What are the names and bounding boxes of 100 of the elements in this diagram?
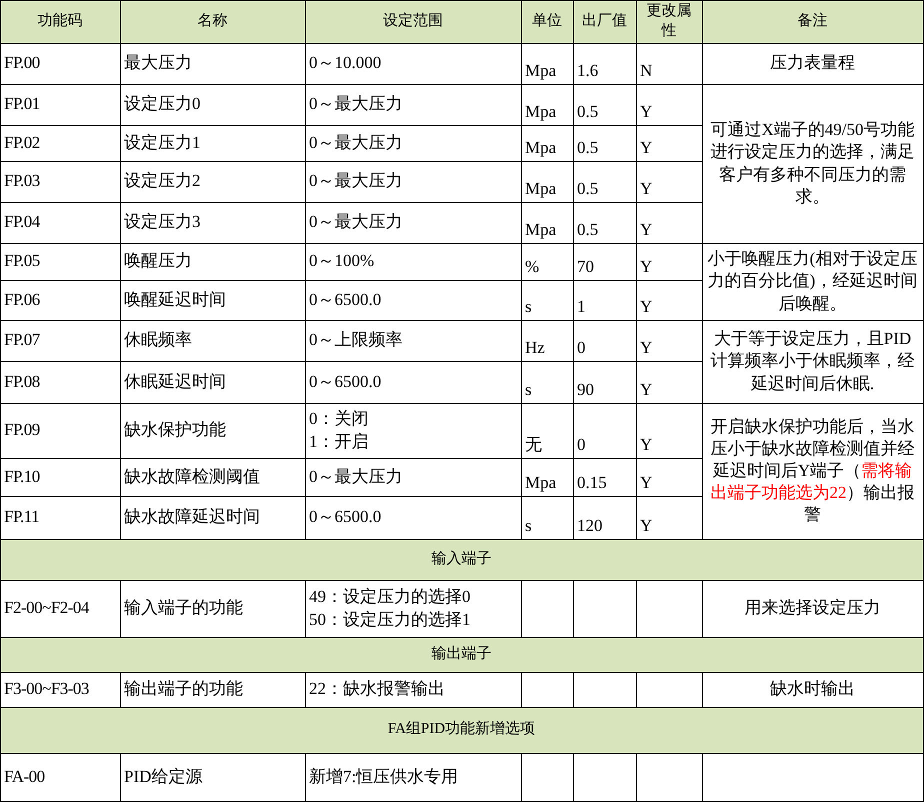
cell-text: 1.6 bbox=[577, 60, 598, 82]
cell-text: 缺水保护功能 bbox=[124, 419, 226, 442]
cell-text: Y bbox=[640, 100, 652, 123]
note-text: 压力表量程 bbox=[770, 52, 855, 74]
cell-text: 0～最大压力 bbox=[309, 211, 402, 234]
cell-text: 0 bbox=[577, 434, 586, 456]
cell-text: 70 bbox=[577, 256, 594, 278]
cell-text: 0～100% bbox=[309, 250, 374, 272]
cell-text: FP.00 bbox=[4, 52, 40, 74]
cell-text: 设定压力1 bbox=[124, 132, 200, 154]
cell-text: Y bbox=[640, 218, 652, 241]
cell-text: Hz bbox=[525, 336, 545, 359]
cell-text: Mpa bbox=[525, 218, 556, 241]
cell-text: Mpa bbox=[525, 136, 556, 159]
cell-text: Y bbox=[640, 514, 652, 537]
cell-text: Y bbox=[640, 178, 652, 200]
cell-text: 0～最大压力 bbox=[309, 466, 402, 488]
cell-text: FA-00 bbox=[4, 766, 45, 788]
cell-text: FP.10 bbox=[4, 466, 40, 488]
cell-text: FP.07 bbox=[4, 329, 40, 352]
cell-text: FP.02 bbox=[4, 132, 40, 154]
cell-text: Y bbox=[640, 256, 652, 278]
cell-text: 输出端子的功能 bbox=[124, 678, 243, 700]
cell-text: s bbox=[525, 378, 532, 401]
cell-text: s bbox=[525, 514, 532, 537]
cell-text: F2-00~F2-04 bbox=[4, 597, 89, 620]
cell-text: 0.5 bbox=[577, 178, 598, 200]
note-text: 小于唤醒压力(相对于设定压力的百分比值)，经延迟时间后唤醒。 bbox=[706, 248, 918, 315]
note-text: 用来选择设定压力 bbox=[744, 597, 880, 620]
cell-text: FP.04 bbox=[4, 211, 40, 234]
column-header: 单位 bbox=[532, 12, 562, 31]
column-header: 备注 bbox=[798, 12, 828, 31]
column-header: 出厂值 bbox=[582, 12, 627, 31]
cell-text: 90 bbox=[577, 378, 594, 401]
cell-text: 0.5 bbox=[577, 100, 598, 123]
cell-text: 22：缺水报警输出 bbox=[309, 678, 445, 700]
cell-text: s bbox=[525, 296, 532, 318]
cell-text: Y bbox=[640, 472, 652, 494]
cell-text: 休眠延迟时间 bbox=[124, 370, 226, 393]
cell-text: 1 bbox=[577, 296, 586, 318]
cell-text: 0～6500.0 bbox=[309, 288, 382, 311]
cell-text: Y bbox=[640, 378, 652, 401]
section-title: FA组PID功能新增选项 bbox=[388, 720, 536, 740]
cell-text: 缺水故障延迟时间 bbox=[124, 506, 260, 528]
note-text: 开启缺水保护功能后，当水压小于缺水故障检测值并经延迟时间后Y端子（需将输出端子功能选为22）输出报警 bbox=[710, 416, 916, 526]
cell-text: 0 bbox=[577, 336, 586, 359]
cell-text: 最大压力 bbox=[124, 52, 192, 74]
cell-text: 0～上限频率 bbox=[309, 329, 402, 352]
cell-text: 0～6500.0 bbox=[309, 370, 382, 393]
cell-text: Y bbox=[640, 136, 652, 159]
cell-text: % bbox=[525, 256, 540, 278]
cell-text: Mpa bbox=[525, 60, 556, 82]
cell-text: Y bbox=[640, 434, 652, 456]
cell-text: 0.15 bbox=[577, 472, 607, 494]
cell-text: 设定压力3 bbox=[124, 211, 200, 234]
cell-text: 1：开启 bbox=[309, 430, 368, 452]
cell-text: PID给定源 bbox=[124, 766, 202, 788]
cell-text: FP.05 bbox=[4, 250, 40, 272]
cell-text: 0：关闭 bbox=[309, 408, 368, 430]
cell-text: 新增7:恒压供水专用 bbox=[309, 766, 458, 788]
cell-text: 输入端子的功能 bbox=[124, 597, 243, 620]
cell-text: 0.5 bbox=[577, 136, 598, 159]
cell-text: 120 bbox=[577, 514, 602, 537]
cell-text: 唤醒压力 bbox=[124, 250, 192, 272]
note-text: 缺水时输出 bbox=[770, 678, 855, 700]
cell-text: 49：设定压力的选择0 bbox=[309, 586, 470, 608]
cell-text: FP.11 bbox=[4, 506, 40, 528]
cell-text: Mpa bbox=[525, 178, 556, 200]
cell-text: 50：设定压力的选择1 bbox=[309, 608, 470, 630]
cell-text: 无 bbox=[525, 434, 542, 456]
cell-text: 设定压力0 bbox=[124, 93, 200, 116]
section-title: 输出端子 bbox=[432, 644, 492, 664]
cell-text: FP.03 bbox=[4, 170, 40, 192]
cell-text: N bbox=[640, 60, 652, 82]
column-header: 名称 bbox=[198, 12, 228, 31]
cell-text: 0～10.000 bbox=[309, 52, 382, 74]
cell-text: 0～最大压力 bbox=[309, 170, 402, 192]
cell-text: FP.08 bbox=[4, 370, 40, 393]
cell-text: Mpa bbox=[525, 472, 556, 494]
column-header: 更改属性 bbox=[646, 2, 692, 40]
cell-text: 休眠频率 bbox=[124, 329, 192, 352]
cell-text: 唤醒延迟时间 bbox=[124, 288, 226, 311]
cell-text: 0～最大压力 bbox=[309, 132, 402, 154]
cell-text: FP.06 bbox=[4, 288, 40, 311]
column-header: 设定范围 bbox=[383, 12, 443, 31]
section-title: 输入端子 bbox=[432, 550, 492, 569]
cell-text: F3-00~F3-03 bbox=[4, 678, 89, 700]
note-text: 大于等于设定压力，且PID计算频率小于休眠频率，经延迟时间后休眠. bbox=[710, 328, 916, 395]
cell-text: FP.01 bbox=[4, 93, 40, 116]
cell-text: FP.09 bbox=[4, 419, 40, 442]
cell-text: 0～最大压力 bbox=[309, 93, 402, 116]
cell-text: Y bbox=[640, 296, 652, 318]
cell-text: Y bbox=[640, 336, 652, 359]
cell-text: 0.5 bbox=[577, 218, 598, 241]
cell-text: 缺水故障检测阈值 bbox=[124, 466, 260, 488]
cell-text: Mpa bbox=[525, 100, 556, 123]
cell-text: 0～6500.0 bbox=[309, 506, 382, 528]
column-header: 功能码 bbox=[38, 12, 82, 31]
cell-text: 设定压力2 bbox=[124, 170, 200, 192]
note-text: 可通过X端子的49/50号功能进行设定压力的选择，满足客户有多种不同压力的需求。 bbox=[710, 119, 916, 208]
